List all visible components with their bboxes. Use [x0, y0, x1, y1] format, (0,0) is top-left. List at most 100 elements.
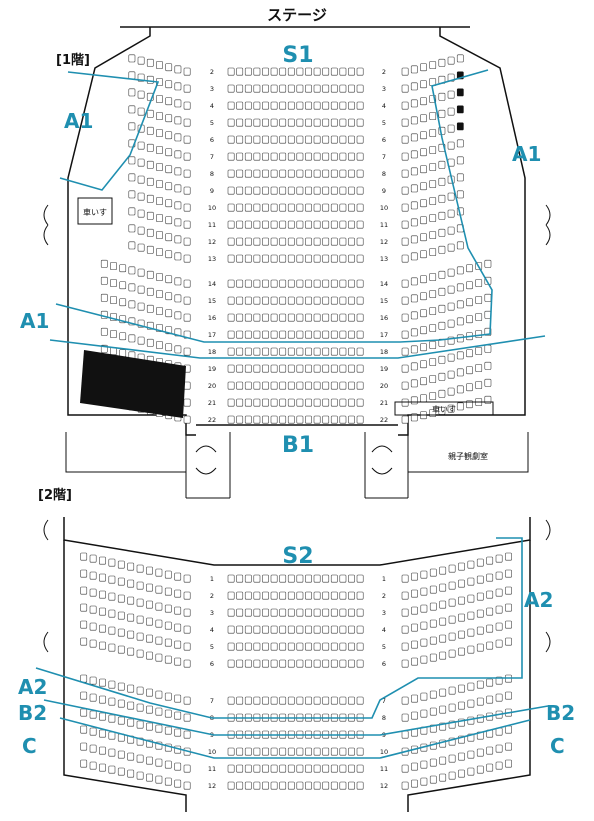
seat[interactable]	[313, 220, 321, 229]
seat[interactable]	[456, 368, 464, 377]
seat[interactable]	[476, 680, 484, 689]
seat[interactable]	[164, 709, 172, 718]
seat[interactable]	[174, 345, 182, 354]
seat[interactable]	[227, 696, 235, 705]
seat[interactable]	[420, 655, 428, 664]
seat[interactable]	[244, 330, 252, 339]
seat[interactable]	[348, 118, 355, 127]
seat[interactable]	[119, 264, 127, 273]
seat[interactable]	[296, 279, 304, 288]
seat[interactable]	[99, 695, 106, 704]
seat[interactable]	[236, 118, 244, 127]
seat[interactable]	[322, 608, 330, 617]
seat[interactable]	[164, 726, 172, 735]
seat[interactable]	[236, 254, 244, 263]
seat[interactable]	[244, 381, 252, 390]
seat[interactable]	[99, 746, 106, 755]
seat[interactable]	[146, 756, 153, 765]
seat[interactable]	[80, 603, 88, 612]
seat[interactable]	[313, 330, 321, 339]
seat[interactable]	[164, 621, 172, 630]
seat[interactable]	[227, 764, 235, 773]
seat[interactable]	[410, 396, 418, 405]
seat[interactable]	[330, 118, 338, 127]
seat[interactable]	[227, 118, 235, 127]
seat[interactable]	[100, 327, 108, 336]
seat[interactable]	[117, 594, 125, 603]
seat[interactable]	[495, 622, 503, 631]
seat[interactable]	[401, 625, 409, 634]
seat[interactable]	[296, 254, 304, 263]
seat[interactable]	[174, 184, 182, 193]
seat[interactable]	[456, 139, 464, 148]
seat[interactable]	[411, 711, 418, 720]
seat[interactable]	[401, 135, 409, 144]
seat[interactable]	[227, 296, 235, 305]
seat[interactable]	[287, 186, 295, 195]
seat[interactable]	[165, 275, 173, 284]
seat[interactable]	[127, 630, 135, 639]
seat[interactable]	[108, 643, 116, 652]
seat[interactable]	[279, 574, 287, 583]
seat[interactable]	[287, 415, 295, 424]
seat[interactable]	[410, 235, 418, 244]
seat[interactable]	[322, 152, 330, 161]
seat[interactable]	[411, 779, 418, 788]
seat[interactable]	[505, 569, 512, 578]
seat[interactable]	[420, 80, 427, 89]
seat[interactable]	[244, 279, 252, 288]
seat[interactable]	[313, 296, 321, 305]
seat[interactable]	[253, 364, 261, 373]
seat[interactable]	[401, 415, 409, 424]
seat[interactable]	[146, 194, 154, 203]
seat[interactable]	[330, 152, 338, 161]
seat[interactable]	[348, 330, 355, 339]
seat[interactable]	[164, 570, 172, 579]
seat[interactable]	[339, 659, 347, 668]
seat[interactable]	[429, 375, 437, 383]
seat[interactable]	[339, 296, 347, 305]
seat[interactable]	[420, 97, 427, 106]
seat[interactable]	[401, 296, 409, 305]
seat[interactable]	[339, 203, 347, 212]
seat[interactable]	[108, 748, 116, 757]
seat[interactable]	[236, 152, 244, 161]
seat[interactable]	[401, 347, 409, 356]
seat[interactable]	[305, 415, 312, 424]
seat[interactable]	[117, 645, 125, 654]
seat[interactable]	[253, 152, 261, 161]
seat[interactable]	[339, 237, 347, 246]
seat[interactable]	[439, 651, 447, 660]
seat[interactable]	[227, 254, 235, 263]
seat[interactable]	[253, 781, 261, 790]
seat[interactable]	[429, 180, 437, 188]
seat[interactable]	[253, 347, 261, 356]
seat[interactable]	[330, 659, 338, 668]
seat[interactable]	[322, 642, 330, 651]
seat[interactable]	[305, 398, 312, 407]
seat[interactable]	[287, 574, 295, 583]
seat[interactable]	[438, 389, 446, 398]
seat[interactable]	[100, 259, 108, 268]
seat[interactable]	[174, 694, 182, 703]
seat[interactable]	[475, 364, 483, 372]
seat[interactable]	[339, 186, 347, 195]
seat[interactable]	[174, 65, 182, 74]
seat[interactable]	[119, 281, 127, 290]
seat[interactable]	[296, 764, 304, 773]
seat[interactable]	[110, 279, 117, 287]
seat[interactable]	[119, 298, 127, 307]
seat[interactable]	[174, 218, 182, 227]
seat[interactable]	[287, 347, 295, 356]
seat[interactable]	[313, 781, 321, 790]
seat[interactable]	[227, 313, 235, 322]
seat[interactable]	[128, 122, 136, 131]
seat[interactable]	[183, 398, 191, 407]
seat[interactable]	[136, 754, 144, 763]
seat[interactable]	[80, 725, 88, 734]
seat[interactable]	[467, 628, 475, 637]
seat[interactable]	[420, 570, 428, 579]
seat[interactable]	[322, 237, 330, 246]
seat[interactable]	[174, 589, 182, 598]
seat[interactable]	[227, 398, 235, 407]
